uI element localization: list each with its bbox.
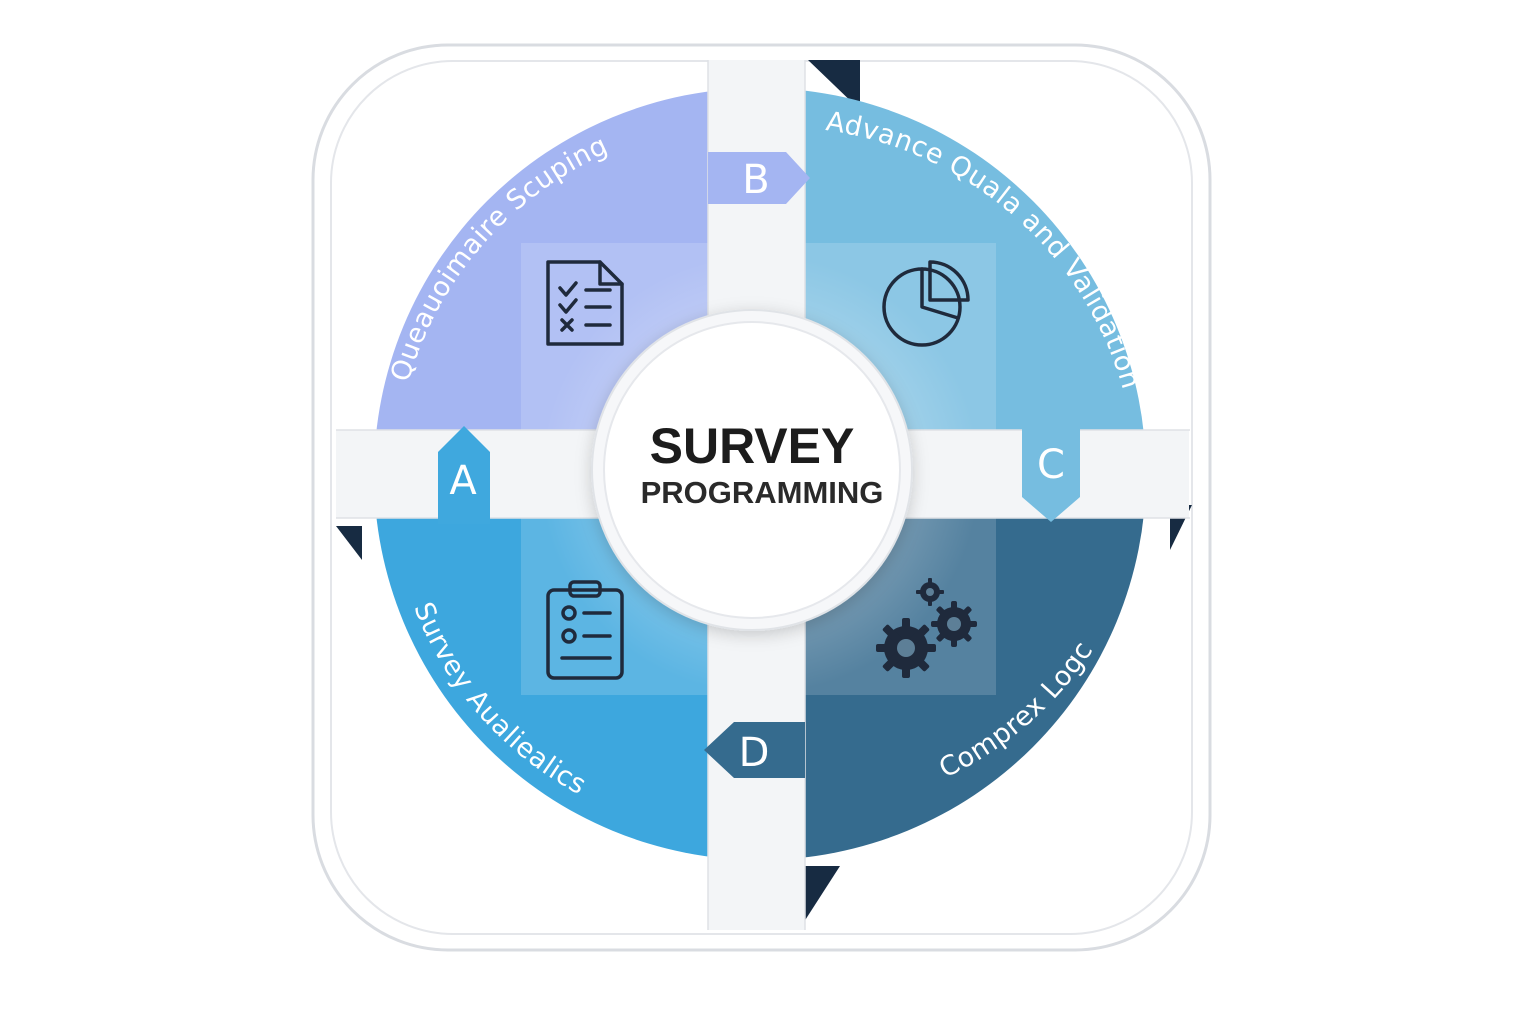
marker-b-letter: B: [742, 157, 769, 203]
marker-c: C: [1022, 428, 1080, 522]
marker-c-letter: C: [1037, 442, 1065, 488]
marker-d: D: [704, 722, 805, 778]
marker-d-letter: D: [739, 730, 770, 776]
marker-a: A: [438, 426, 490, 524]
center-title: SURVEY: [650, 418, 855, 474]
pie-chart-icon: [882, 260, 970, 347]
clipboard-icon: [546, 580, 624, 680]
dark-corner-top-right: [808, 60, 860, 110]
gears-icon: [876, 578, 977, 678]
marker-b: B: [708, 152, 810, 204]
dark-corner-bottom-right: [802, 866, 840, 925]
marker-a-letter: A: [449, 458, 477, 504]
center-subtitle: PROGRAMMING: [641, 475, 884, 510]
center-circle-inner: [603, 321, 901, 619]
dark-corner-bottom-left: [336, 526, 362, 560]
checklist-document-icon: [546, 260, 624, 346]
